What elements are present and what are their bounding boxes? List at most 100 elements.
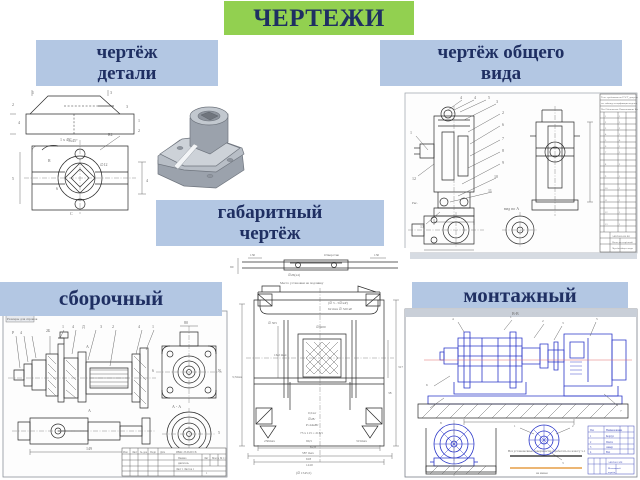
svg-text:Р: Р <box>12 330 15 335</box>
svg-text:90,5: 90,5 <box>306 439 312 444</box>
svg-text:Отверстие: Отверстие <box>324 253 340 257</box>
label-general-view-drawing: чертёж общего вида <box>380 40 622 86</box>
svg-text:6: 6 <box>605 145 607 148</box>
svg-text:7: 7 <box>620 409 622 413</box>
installation-drawing-svg: В-В <box>404 308 638 478</box>
overall-drawing-svg: Отверстие ∅26(x4) Место установки на под… <box>228 248 410 478</box>
svg-text:2Б: 2Б <box>46 328 51 333</box>
svg-text:1: 1 <box>510 315 512 319</box>
svg-text:2: 2 <box>138 128 140 133</box>
svg-text:1: 1 <box>619 223 621 226</box>
svg-text:4: 4 <box>460 95 462 100</box>
svg-text:1: 1 <box>619 211 621 214</box>
label-assembly-drawing: сборочный <box>0 282 222 316</box>
page-title-banner: ЧЕРТЕЖИ <box>224 1 414 35</box>
svg-text:6: 6 <box>426 383 428 387</box>
svg-text:4: 4 <box>72 324 74 329</box>
3d-model-svg <box>157 106 245 189</box>
svg-text:587 max: 587 max <box>302 451 314 455</box>
svg-text:3: 3 <box>562 321 564 325</box>
svg-text:1: 1 <box>62 324 64 329</box>
page-title: ЧЕРТЕЖИ <box>253 4 385 32</box>
svg-text:4: 4 <box>452 317 454 321</box>
svg-text:1: 1 <box>590 435 592 438</box>
svg-text:5: 5 <box>488 95 490 100</box>
detail-drawing-svg: 1 3 2 3 1 2 4 1 x 45° R2 R ∅12 5 4 6 1 <box>10 90 148 216</box>
svg-text:13: 13 <box>420 224 424 229</box>
svg-text:Лист 1 Листов 1: Лист 1 Листов 1 <box>176 468 195 471</box>
svg-text:№ док: № док <box>140 451 148 454</box>
svg-text:2: 2 <box>112 324 114 329</box>
svg-text:2: 2 <box>542 319 544 323</box>
assembly-drawing-svg: Размеры для справок <box>2 310 228 478</box>
svg-text:чертёж: чертёж <box>608 471 616 474</box>
svg-text:9: 9 <box>605 175 607 178</box>
svg-text:см. таблицу спецификации издел: см. таблицу спецификации изделия <box>601 102 638 105</box>
svg-text:ИВАС.35.06.00 СБ: ИВАС.35.06.00 СБ <box>176 451 197 454</box>
svg-text:5: 5 <box>605 139 607 142</box>
svg-text:230max: 230max <box>264 439 275 443</box>
svg-text:2: 2 <box>619 127 621 130</box>
svg-text:Анкер: Анкер <box>606 446 614 449</box>
svg-text:5: 5 <box>596 317 598 321</box>
svg-text:Все установочные поверхности о: Все установочные поверхности обработать … <box>508 449 586 453</box>
svg-text:Д: Д <box>82 324 85 329</box>
svg-text:2: 2 <box>590 441 592 444</box>
svg-text:1: 1 <box>206 472 208 475</box>
svg-text:130: 130 <box>250 253 255 257</box>
svg-text:10: 10 <box>605 187 608 190</box>
svg-text:4: 4 <box>138 324 140 329</box>
svg-text:не менее: не менее <box>536 471 548 475</box>
svg-text:∅12: ∅12 <box>100 162 107 167</box>
svg-text:2: 2 <box>619 163 621 166</box>
label-installation-text: монтажный <box>463 283 577 307</box>
svg-text:1: 1 <box>514 424 516 428</box>
svg-text:В-В: В-В <box>512 311 519 316</box>
svg-text:А - А: А - А <box>172 404 181 409</box>
svg-text:4: 4 <box>474 95 476 100</box>
svg-text:1: 1 <box>619 145 621 148</box>
svg-text:6: 6 <box>502 122 504 127</box>
svg-text:38: 38 <box>388 391 392 395</box>
svg-text:10: 10 <box>494 174 498 179</box>
svg-text:7: 7 <box>605 151 607 154</box>
svg-text:Изм: Изм <box>123 451 128 454</box>
svg-text:13: 13 <box>605 223 608 226</box>
svg-text:Место установки на подливку: Место установки на подливку <box>280 281 324 285</box>
label-overall-text: габаритный чертёж <box>217 201 323 244</box>
svg-text:1: 1 <box>619 115 621 118</box>
svg-text:R2: R2 <box>108 132 113 137</box>
svg-text:3: 3 <box>590 446 592 449</box>
svg-text:3,7max: 3,7max <box>232 375 242 380</box>
svg-text:Поз Обозначение Наименование: Поз Обозначение Наименование Кол Примеч <box>601 108 638 111</box>
svg-text:618: 618 <box>306 457 311 461</box>
svg-text:N: N <box>218 368 221 373</box>
label-detail-drawing: чертёж детали <box>36 40 218 86</box>
svg-text:3: 3 <box>100 324 102 329</box>
label-general-view-text: чертёж общего вида <box>437 41 565 84</box>
svg-text:Р=44кВт: Р=44кВт <box>306 423 319 427</box>
svg-text:16.2 max: 16.2 max <box>274 353 287 357</box>
svg-text:8: 8 <box>502 148 504 153</box>
svg-text:Насос шестерённый: Насос шестерённый <box>612 241 633 244</box>
svg-text:11: 11 <box>488 188 492 193</box>
svg-text:8: 8 <box>605 163 607 166</box>
svg-text:12: 12 <box>605 211 608 214</box>
svg-text:2: 2 <box>605 121 607 124</box>
svg-text:Монтажный: Монтажный <box>608 467 621 470</box>
svg-text:149: 149 <box>86 446 92 451</box>
svg-text:12: 12 <box>412 176 416 181</box>
svg-text:А: А <box>86 344 89 349</box>
svg-text:Масса: Масса <box>212 457 220 460</box>
svg-text:1: 1 <box>605 115 607 118</box>
svg-text:Дата: Дата <box>160 451 166 454</box>
svg-text:А: А <box>88 408 91 413</box>
label-assembly-text: сборочный <box>58 286 164 311</box>
svg-text:5: 5 <box>218 430 220 435</box>
svg-text:1: 1 <box>138 118 140 123</box>
svg-text:∅3200: ∅3200 <box>316 325 326 329</box>
svg-text:3: 3 <box>562 461 564 465</box>
svg-text:∅26(x4): ∅26(x4) <box>288 273 300 277</box>
svg-text:11: 11 <box>605 199 608 202</box>
